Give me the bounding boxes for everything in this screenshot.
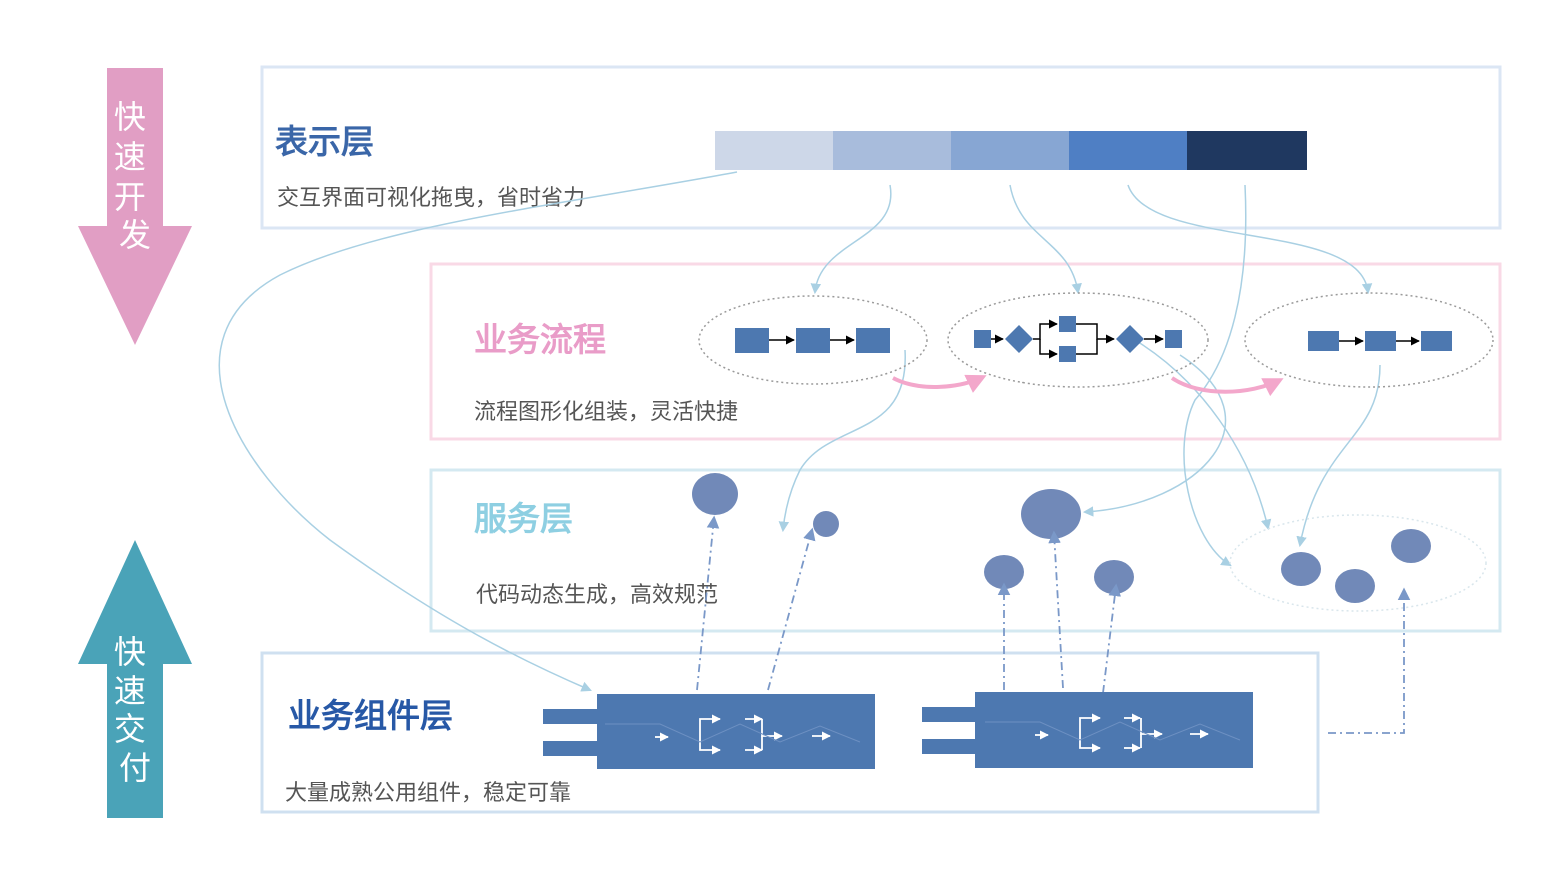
gradient-segment-4 — [1069, 131, 1188, 170]
service-node-7 — [1335, 569, 1375, 603]
process-layer-title: 业务流程 — [474, 320, 606, 359]
dashed-arrow-6 — [1328, 587, 1411, 734]
flow1-node-3 — [856, 328, 890, 353]
process-flow-1 — [698, 295, 928, 385]
service-node-4 — [984, 555, 1024, 589]
fast-development-label: 快 速 开 发 — [114, 98, 156, 254]
process-flow-1-ellipse — [698, 295, 928, 385]
connector-bar-to-components — [218, 171, 738, 692]
process-flow-3-ellipse — [1244, 292, 1494, 388]
ui-gradient-bar — [715, 131, 1307, 170]
flow2-node-top — [1059, 316, 1076, 332]
gradient-segment-3 — [951, 131, 1070, 170]
connector-curves — [218, 171, 1381, 692]
flow1-node-2 — [796, 328, 830, 353]
connector-bar-to-flow1 — [810, 184, 892, 295]
flow2-gateway-2 — [1116, 325, 1144, 353]
dashed-connectors — [696, 515, 1411, 734]
pink-arrow-flow1-to-flow2 — [892, 374, 987, 393]
component-block-2 — [922, 692, 1253, 768]
process-flow-2 — [947, 292, 1209, 388]
connector-bar-to-flow2 — [1009, 184, 1082, 295]
presentation-layer-title: 表示层 — [275, 122, 374, 161]
service-node-3 — [1021, 489, 1081, 539]
component-layer-desc: 大量成熟公用组件，稳定可靠 — [285, 781, 571, 806]
connector-bar-to-flow3 — [1127, 184, 1373, 295]
flow1-node-1 — [735, 328, 769, 353]
service-node-2 — [813, 511, 839, 537]
connector-bar-to-service-cluster — [1183, 184, 1247, 567]
flow2-node-end — [1165, 330, 1182, 348]
process-flow-3 — [1244, 292, 1494, 388]
gradient-segment-5 — [1187, 131, 1307, 170]
dashed-arrow-1 — [696, 515, 720, 691]
service-cluster-ellipse — [1229, 514, 1487, 612]
service-layer-title: 服务层 — [474, 499, 573, 538]
flow3-node-3 — [1421, 331, 1452, 351]
flow3-node-2 — [1365, 331, 1396, 351]
process-flow-2-ellipse — [947, 292, 1209, 388]
component-block-1 — [543, 694, 875, 769]
gradient-segment-1 — [715, 131, 834, 170]
service-nodes — [692, 473, 1487, 612]
fast-delivery-arrow: 快 速 交 付 — [78, 540, 192, 818]
service-layer-desc: 代码动态生成，高效规范 — [476, 583, 718, 608]
service-layer-box — [429, 468, 1502, 633]
connector-flow2-to-cluster — [1134, 339, 1272, 531]
fast-development-arrow: 快 速 开 发 — [78, 68, 192, 345]
service-node-6 — [1281, 552, 1321, 586]
flow3-node-1 — [1308, 331, 1339, 351]
service-node-1 — [692, 473, 738, 515]
connector-flow1-to-service — [778, 349, 906, 533]
gradient-segment-2 — [833, 131, 952, 170]
dashed-arrow-4 — [1048, 530, 1064, 689]
connector-flow3-to-cluster — [1296, 364, 1381, 548]
pink-arrow-flow2-to-flow3 — [1170, 376, 1284, 397]
service-node-5 — [1094, 560, 1134, 594]
service-node-8 — [1391, 529, 1431, 563]
presentation-layer-desc: 交互界面可视化拖曳，省时省力 — [277, 186, 585, 211]
fast-delivery-label: 快 速 交 付 — [114, 633, 156, 787]
flow2-gateway-1 — [1005, 325, 1033, 353]
component-layer-title: 业务组件层 — [288, 696, 453, 735]
flow2-node-start — [974, 330, 991, 348]
process-layer-box — [429, 262, 1502, 441]
process-layer-desc: 流程图形化组装，灵活快捷 — [474, 400, 738, 425]
connector-flow2-to-service-large — [1082, 354, 1227, 517]
flow2-node-bottom — [1059, 346, 1076, 362]
dashed-arrow-2 — [767, 527, 816, 691]
